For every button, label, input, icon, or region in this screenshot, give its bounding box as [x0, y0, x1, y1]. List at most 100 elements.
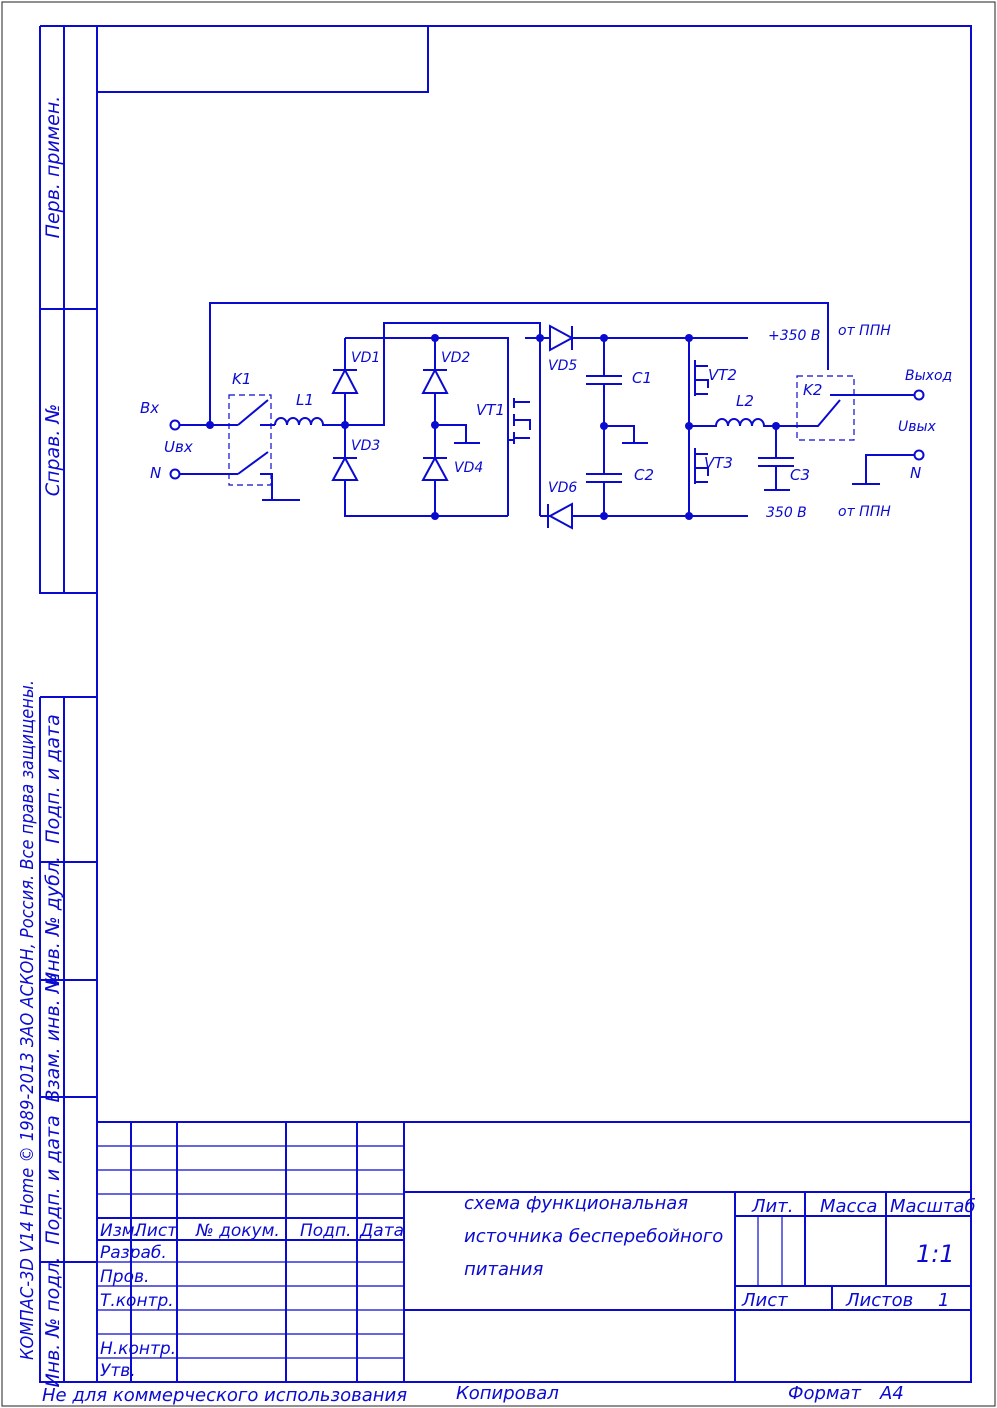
- inv-dubl-label: Инв. № дубл.: [42, 856, 64, 986]
- label-vt2: VT2: [708, 366, 737, 384]
- label-vd4: VD4: [454, 460, 483, 476]
- top-left-box: [97, 26, 429, 93]
- footer-not-commercial: Не для коммерческого использования: [42, 1385, 407, 1406]
- title-block: [97, 1121, 971, 1382]
- input-terminal-n: [169, 468, 181, 480]
- label-prov: Пров.: [100, 1267, 149, 1287]
- hdr-massa: Масса: [820, 1196, 877, 1217]
- diode-vd1: [331, 367, 359, 394]
- podp-data-label-2: Подп. и дата: [42, 1115, 64, 1244]
- footer-format-value: А4: [879, 1383, 904, 1404]
- output-terminal-vyhod: [913, 389, 925, 401]
- diode-vd4: [421, 455, 449, 481]
- relay-k1-contact-2: [237, 451, 300, 501]
- wire-output-n: [852, 454, 915, 485]
- label-tkontr: Т.контр.: [100, 1291, 174, 1311]
- hdr-list: Лист: [133, 1221, 178, 1241]
- transistor-vt1: [507, 398, 531, 444]
- wire-bridge-to-rail: [345, 322, 541, 516]
- perv-primen-label: Перв. примен.: [42, 96, 64, 239]
- diode-vd3: [331, 455, 359, 481]
- label-minus350: 350 В: [766, 505, 807, 521]
- podp-data-label-1: Подп. и дата: [42, 714, 64, 843]
- transistor-vt3: [694, 448, 709, 484]
- inv-podl-label: Инв. № подл.: [42, 1256, 64, 1387]
- label-k1: K1: [232, 370, 251, 388]
- wire-top-rail: [209, 302, 829, 425]
- inductor-l2: [689, 418, 808, 427]
- inductor-l1: [274, 417, 345, 426]
- main-frame: [96, 25, 972, 1383]
- scale-value: 1:1: [916, 1240, 955, 1268]
- label-vd1: VD1: [351, 350, 380, 366]
- junction-bridge-top: [431, 334, 439, 342]
- hdr-lit: Лит.: [751, 1196, 793, 1217]
- label-vt3: VT3: [704, 454, 733, 472]
- label-l1: L1: [296, 391, 314, 409]
- capacitor-c3: [758, 426, 794, 491]
- label-uvyh: Uвых: [898, 419, 937, 435]
- label-nkontr: Н.контр.: [100, 1339, 176, 1359]
- label-l2: L2: [736, 392, 754, 410]
- hdr-izm: Изм.: [100, 1221, 140, 1241]
- label-c2: C2: [634, 466, 654, 484]
- relay-k2-box: [796, 375, 855, 441]
- label-listov: Листов: [845, 1290, 913, 1311]
- label-list: Лист: [741, 1290, 788, 1311]
- label-vd3: VD3: [351, 438, 380, 454]
- copyright-text: КОМПАС-3D V14 Home © 1989-2013 ЗАО АСКОН…: [17, 680, 38, 1360]
- relay-k1-contact-1: [237, 399, 275, 426]
- label-razrab: Разраб.: [100, 1243, 167, 1263]
- label-n-in: N: [150, 464, 161, 482]
- label-c3: C3: [790, 466, 810, 484]
- junction-bridge-bottom: [431, 512, 439, 520]
- junction-input: [206, 421, 214, 429]
- hdr-data: Дата: [359, 1221, 404, 1241]
- hdr-podp: Подп.: [300, 1221, 351, 1241]
- junction-vt-bottom: [685, 512, 693, 520]
- hdr-masshtab: Масштаб: [890, 1196, 976, 1217]
- label-vx: Вх: [140, 399, 159, 417]
- bridge-ground: [435, 424, 480, 444]
- label-utv: Утв.: [100, 1361, 136, 1381]
- vzam-inv-label: Взам. инв. №: [42, 973, 64, 1102]
- diode-vd5: [549, 324, 575, 352]
- left-margin-bottom: [39, 696, 97, 1383]
- footer-format-label: Формат: [788, 1383, 862, 1404]
- label-k2: K2: [803, 381, 822, 399]
- capacitor-ground: [604, 425, 648, 444]
- footer-copied: Копировал: [456, 1383, 559, 1404]
- label-vt1: VT1: [476, 401, 505, 419]
- doc-title-line-3: питания: [464, 1259, 543, 1280]
- relay-k2-contact: [808, 394, 915, 427]
- label-plus350: +350 В: [768, 328, 821, 344]
- doc-title-line-2: источника бесперебойного: [464, 1226, 723, 1247]
- input-terminal-vx: [169, 419, 181, 431]
- junction-vt-top: [685, 334, 693, 342]
- wire-bridge-left: [344, 338, 508, 517]
- label-n-out: N: [910, 464, 921, 482]
- label-vyhod: Выход: [905, 368, 952, 384]
- listov-value: 1: [938, 1290, 949, 1311]
- wire-bridge-top: [345, 337, 509, 516]
- diode-vd6: [547, 502, 573, 530]
- sprav-no-label: Справ. №: [42, 404, 64, 496]
- junction-c1-top: [600, 334, 608, 342]
- relay-k1-box: [228, 394, 272, 486]
- hdr-doc: № докум.: [195, 1221, 280, 1241]
- label-uvx: Uвх: [164, 438, 193, 456]
- output-terminal-n: [913, 449, 925, 461]
- junction-c2-bottom: [600, 512, 608, 520]
- left-margin-top: [39, 25, 97, 594]
- label-vd5: VD5: [548, 358, 577, 374]
- transistor-vt2: [694, 360, 709, 396]
- label-ot-ppn-top: от ППН: [838, 323, 891, 339]
- schematic: Вх Uвх N K1 L1 VD1 VD3: [140, 302, 952, 530]
- label-vd6: VD6: [548, 480, 577, 496]
- doc-title-line-1: схема функциональная: [464, 1193, 688, 1214]
- label-ot-ppn-bottom: от ППН: [838, 504, 891, 520]
- diode-vd2: [421, 367, 449, 394]
- label-c1: C1: [632, 369, 652, 387]
